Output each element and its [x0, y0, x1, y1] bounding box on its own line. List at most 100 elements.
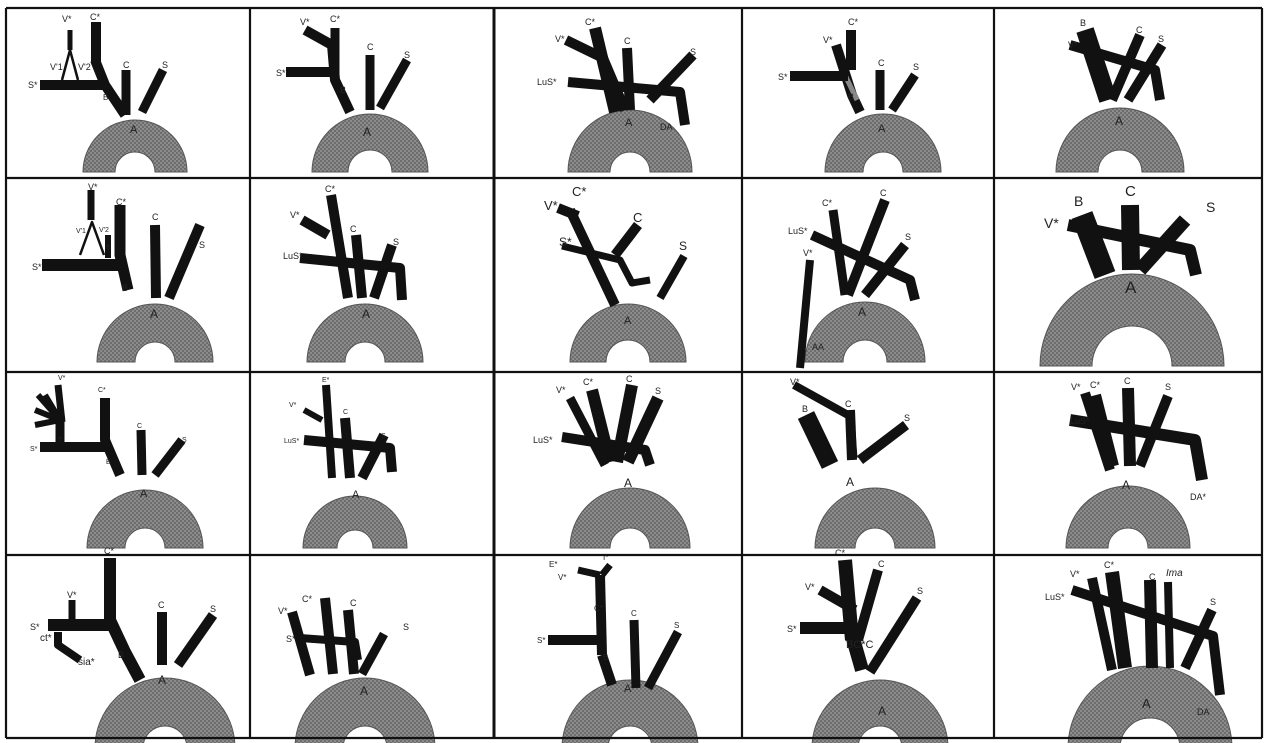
aortic-arch	[95, 678, 235, 743]
vessel-label: V*	[67, 590, 77, 600]
variant-panel: E*V*LuS*CSA	[284, 377, 407, 548]
vessel-label: BC*C	[846, 639, 874, 651]
vessel	[169, 225, 200, 298]
vessel-label: LuS*	[1070, 416, 1090, 426]
vessel-label: V*	[803, 248, 813, 258]
vessel-label: V*	[290, 210, 300, 220]
vessel-label: LuS*	[284, 438, 299, 445]
vessel	[892, 75, 915, 110]
vessel-label: S	[393, 237, 399, 247]
vessel-label: S*	[537, 636, 545, 645]
vessel-label: C*	[1104, 560, 1114, 570]
vessel-label: S	[403, 622, 409, 632]
vessel-label: A	[352, 489, 360, 501]
vessel-label: S	[210, 604, 216, 614]
vessel-label: LuS*	[537, 77, 557, 87]
vessel-label: A	[150, 307, 158, 321]
vessel-label: V*	[558, 573, 566, 582]
vessel-label: E*	[322, 377, 330, 384]
vessel-label: A	[1125, 278, 1137, 297]
vessel-label: C*	[302, 594, 312, 604]
vessel-label: A	[878, 123, 886, 135]
vessel-label: sia*	[78, 657, 95, 668]
vessel-label: V*	[555, 34, 565, 44]
vessel-label: B	[103, 93, 108, 102]
vessel	[806, 415, 830, 465]
vessel	[142, 70, 163, 112]
vessel-label: C	[633, 210, 642, 225]
vessel-label: C*	[585, 17, 595, 27]
vessel-label: S*	[32, 262, 42, 272]
vessel-label: C	[878, 58, 885, 68]
vessel	[660, 256, 684, 298]
vessel-label: V*	[1071, 382, 1081, 392]
vessel-label: A	[158, 673, 166, 687]
vessel-label: A	[1122, 478, 1130, 492]
vessel-label: C*	[98, 387, 106, 394]
vessel-label: S	[674, 621, 679, 630]
vessel	[1085, 30, 1108, 100]
variant-panel: V*C*TS*CSBA	[30, 375, 203, 548]
vessel-label: C*	[835, 548, 845, 558]
vessel-label: B	[848, 92, 854, 102]
vessel-label: A	[362, 307, 370, 321]
vessel-label: S	[905, 232, 911, 242]
vessel	[62, 50, 78, 80]
vessel-label: S	[199, 240, 205, 250]
variant-panel: C*CLuS*SV*AAA	[788, 188, 925, 368]
vessel	[627, 48, 630, 110]
variant-panel: V*C*CSLuS*A	[533, 374, 690, 548]
vessel	[58, 385, 62, 422]
vessel-label: V*	[58, 375, 66, 382]
vessel-label: V*	[790, 377, 800, 387]
vessel-label: A	[624, 476, 632, 490]
vessel-label: C*	[325, 184, 335, 194]
vessel-label: C	[152, 212, 159, 222]
vessel-label: B	[122, 283, 128, 293]
vessel-label: C	[367, 42, 374, 52]
vessel-label: S	[182, 437, 187, 444]
variant-panel: V*C*CS*SA	[278, 594, 435, 743]
vessel-label: V*	[289, 402, 297, 409]
vessel-label: E*	[549, 560, 557, 569]
vessel-label: S*	[559, 235, 572, 249]
vessel	[1112, 572, 1125, 668]
vessel	[155, 440, 182, 475]
vessel-label: C	[624, 36, 631, 46]
aortic-arch	[312, 114, 428, 172]
vessel	[602, 565, 610, 575]
vessel	[326, 385, 332, 478]
vessel-label: V*	[823, 35, 833, 45]
vessel-label: A	[1115, 114, 1123, 128]
vessel-label: C	[1136, 25, 1143, 35]
vessel-label: C*	[116, 197, 126, 207]
vessel-label: C*	[848, 17, 858, 27]
vessel-label: V*	[88, 182, 98, 192]
vessel-label: S	[1165, 382, 1171, 392]
vessel-label: B	[1080, 18, 1086, 28]
vessel-label: A	[878, 704, 886, 718]
vessel-label: S	[1210, 597, 1216, 607]
vessel-label: A	[130, 124, 138, 136]
vessel-label: C	[350, 224, 357, 234]
vessel-label: C*	[594, 604, 603, 613]
vessel-label: V*	[805, 582, 815, 592]
vessel-label: ct*	[40, 633, 52, 644]
vessel-label: S*	[28, 80, 38, 90]
vessel-label: C	[626, 374, 633, 384]
variant-panel: V*C*CSLuS*ADA	[537, 17, 696, 172]
vessel-label: S*	[787, 624, 797, 634]
vessel-label: C*	[822, 198, 832, 208]
vessel-label: S	[404, 50, 410, 60]
vessel-label: DA	[660, 122, 673, 132]
vessel-label: C	[350, 598, 357, 608]
vessel-label: S*	[30, 622, 40, 632]
vessel-label: B	[603, 653, 608, 662]
vessel-label: B	[1074, 193, 1083, 209]
vessel-label: B	[340, 85, 346, 95]
vessel-label: S*	[30, 446, 38, 453]
